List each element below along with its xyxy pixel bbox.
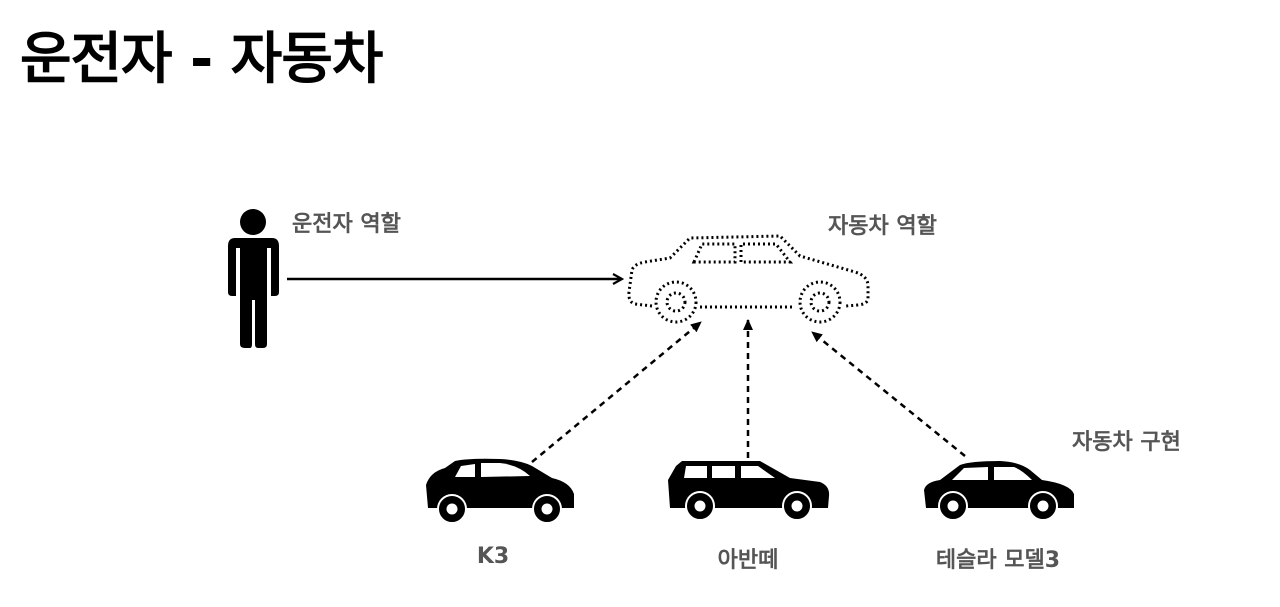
person-icon — [228, 209, 279, 348]
car-role-outline-icon — [627, 234, 870, 324]
car-label-k3: K3 — [476, 544, 510, 569]
driver-role-label: 운전자 역할 — [292, 212, 401, 237]
tesla-to-car-arrow — [811, 331, 966, 457]
car-impl-label: 자동차 구현 — [1072, 430, 1181, 455]
car-role-label: 자동차 역할 — [828, 214, 937, 239]
car-k3-icon — [426, 458, 574, 524]
page-title: 운전자 - 자동차 — [20, 27, 383, 92]
car-avante-icon — [668, 461, 830, 521]
car-label-avante: 아반떼 — [717, 548, 779, 573]
car-tesla-icon — [924, 461, 1074, 521]
car-label-tesla: 테슬라 모델3 — [935, 548, 1061, 573]
k3-to-car-arrow — [531, 321, 702, 463]
